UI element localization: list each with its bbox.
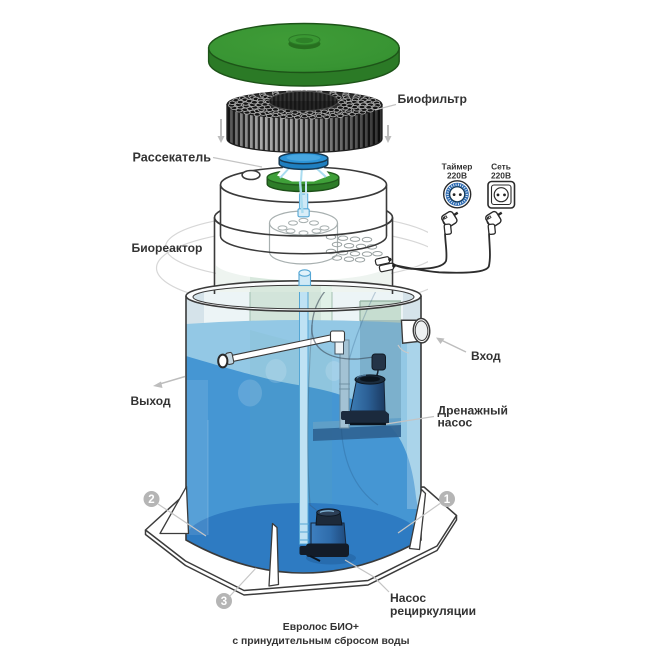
svg-text:Выход: Выход [131, 394, 171, 408]
svg-text:с принудительным сбросом воды: с принудительным сбросом воды [232, 635, 409, 647]
svg-text:1: 1 [444, 494, 451, 506]
svg-text:Дренажный: Дренажный [438, 404, 508, 418]
svg-text:3: 3 [221, 596, 227, 608]
svg-text:Вход: Вход [471, 349, 501, 363]
svg-text:насос: насос [438, 416, 473, 430]
svg-text:220В: 220В [491, 170, 511, 180]
svg-text:Таймер: Таймер [442, 161, 473, 171]
svg-text:220В: 220В [447, 170, 467, 180]
svg-text:2: 2 [148, 494, 154, 506]
svg-text:Евролос БИО+: Евролос БИО+ [283, 622, 359, 633]
svg-text:рециркуляции: рециркуляции [390, 604, 476, 618]
svg-text:Биореактор: Биореактор [132, 241, 203, 255]
svg-text:Биофильтр: Биофильтр [398, 92, 467, 106]
svg-text:Рассекатель: Рассекатель [133, 151, 212, 165]
svg-text:Сеть: Сеть [491, 161, 511, 171]
svg-text:Насос: Насос [390, 591, 426, 605]
